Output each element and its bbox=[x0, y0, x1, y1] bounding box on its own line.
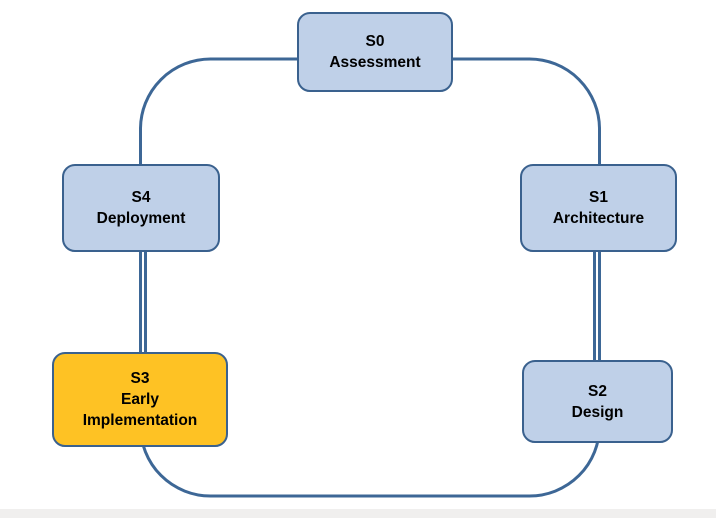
node-code: S0 bbox=[365, 33, 385, 50]
node-s4-deployment: S4 Deployment bbox=[62, 164, 220, 252]
node-label: Implementation bbox=[82, 412, 198, 429]
node-s1-architecture: S1 Architecture bbox=[520, 164, 677, 252]
node-label: Deployment bbox=[96, 210, 186, 227]
node-label: Design bbox=[571, 403, 624, 421]
node-code: S3 bbox=[130, 370, 150, 387]
node-s0-assessment: S0 Assessment bbox=[297, 12, 453, 92]
node-s2-design: S2 Design bbox=[522, 360, 673, 443]
node-label: Assessment bbox=[329, 54, 421, 71]
node-label: Architecture bbox=[552, 210, 645, 227]
node-s3-early-implementation: S3 Early Implementation bbox=[52, 352, 228, 447]
bottom-band bbox=[0, 509, 716, 518]
node-code: S4 bbox=[131, 189, 151, 206]
node-code: S1 bbox=[589, 189, 608, 206]
node-label: Early bbox=[121, 391, 159, 408]
node-code: S2 bbox=[588, 382, 607, 400]
